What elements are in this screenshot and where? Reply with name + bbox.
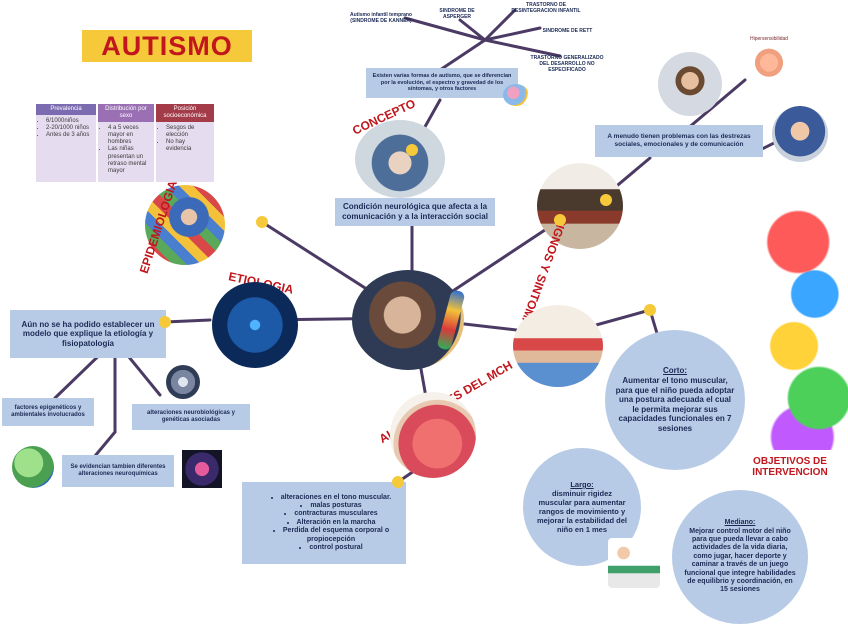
globe-image [12,446,54,488]
page-title: AUTISMO [82,30,252,62]
brain-icon [503,84,529,106]
etiologia-factor-neuroquimicas: Se evidencian tambien diferentes alterac… [62,455,174,487]
concepto-definition: Condición neurológica que afecta a la co… [335,198,495,226]
objetivo-corto: Corto: Aumentar el tono muscular, para q… [605,330,745,470]
node-dot [256,216,268,228]
objetivos-label: OBJETIVOS DE INTERVENCION [752,456,828,478]
etiologia-main: Aún no se ha podido establecer un modelo… [10,310,166,358]
epi-col-socioeconomica: Posición socioeconómica Sesgos de elecci… [156,104,214,182]
epi-col-prevalencia: Prevalencia 6/1000niños 2-20/1000 niños … [36,104,96,182]
signos-image [537,163,623,249]
node-dot [392,476,404,488]
alteraciones-list: alteraciones en el tono muscular. malas … [242,482,406,564]
node-dot [406,144,418,156]
painted-hands-image [765,190,848,450]
epi-col-sexo: Distribución por sexo 4 a 5 veces mayor … [98,104,154,182]
therapist-icon [608,538,660,588]
ball-image [390,392,476,478]
node-dot [554,214,566,226]
type-desintegracion: TRASTORNO DE DESINTEGRACION INFANTIL [511,2,581,14]
brain-scan-image [182,450,222,488]
signos-text: A menudo tienen problemas con las destre… [595,125,763,157]
therapy-image [513,305,603,387]
dna-image [212,282,298,368]
concepto-image [355,120,445,198]
covering-ears-image [772,106,828,162]
ear-caption: Hipersensibilidad [750,36,789,42]
node-dot [644,304,656,316]
ear-image [752,44,786,78]
concepto-types-note: Existen varias formas de autismo, que se… [366,68,518,98]
type-kanner: Autismo infantil temprano (SINDROME DE K… [350,12,412,24]
epidemiologia-table: Prevalencia 6/1000niños 2-20/1000 niños … [36,104,216,182]
type-asperger: SINDROME DE ASPERGER [439,8,475,20]
neuron-image [166,365,200,399]
node-dot [159,316,171,328]
objetivo-mediano: Mediano: Mejorar control motor del niño … [672,490,808,624]
objetivo-largo: Largo: disminuir rigidez muscular para a… [523,448,641,566]
epidemiologia-image [145,185,225,265]
type-rett: SINDROME DE RETT [542,28,593,34]
etiologia-factor-neurobiologicas: alteraciones neurobiológicas y genéticas… [132,404,250,430]
node-dot [600,194,612,206]
type-tgd: TRASTORNO GENERALIZADO DEL DESARROLLO NO… [530,55,604,73]
etiologia-factor-epigeneticos: factores epigenéticos y ambientales invo… [2,398,94,426]
child-image [658,52,722,116]
